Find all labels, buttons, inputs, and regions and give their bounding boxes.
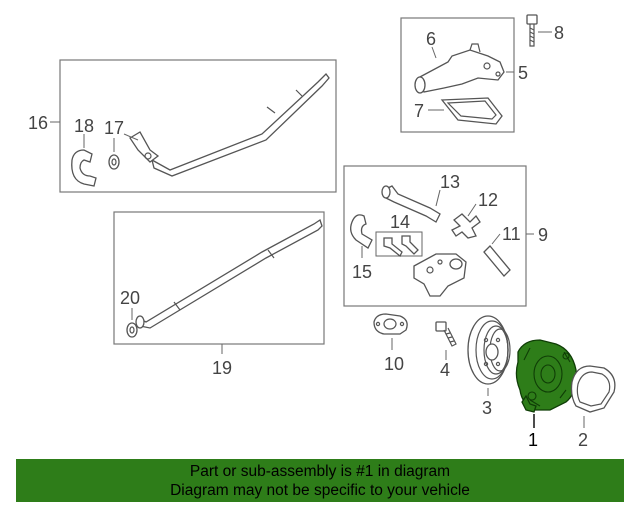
callout-5: 5 bbox=[518, 63, 528, 83]
box-water-passage bbox=[343, 165, 534, 307]
part-2-gasket[interactable] bbox=[570, 365, 616, 413]
part-10-gasket[interactable] bbox=[373, 313, 408, 335]
water-inlet-housing[interactable] bbox=[413, 253, 467, 297]
part-3-pulley[interactable] bbox=[467, 315, 511, 385]
callout-6: 6 bbox=[426, 29, 436, 49]
callout-19: 19 bbox=[212, 358, 232, 378]
callout-12: 12 bbox=[478, 190, 498, 210]
callout-17: 17 bbox=[104, 118, 124, 138]
box-upper-pipe bbox=[59, 59, 337, 193]
part-12-fitting[interactable] bbox=[451, 213, 481, 239]
callout-9: 9 bbox=[538, 225, 548, 245]
callout-7: 7 bbox=[414, 101, 424, 121]
callout-8: 8 bbox=[554, 23, 564, 43]
callout-11: 11 bbox=[502, 224, 521, 244]
banner-line-1: Part or sub-assembly is #1 in diagram bbox=[189, 463, 451, 480]
banner-line-2: Diagram may not be specific to your vehi… bbox=[170, 482, 470, 499]
callout-13: 13 bbox=[440, 172, 460, 192]
box-lower-pipe bbox=[113, 211, 325, 345]
callout-15: 15 bbox=[352, 262, 372, 282]
part-13-pipe[interactable] bbox=[381, 185, 441, 223]
part-11-hose[interactable] bbox=[483, 245, 511, 277]
part-15-hose[interactable] bbox=[350, 214, 373, 249]
info-banner: Part or sub-assembly is #1 in diagram Di… bbox=[16, 459, 624, 502]
callout-16: 16 bbox=[28, 113, 48, 133]
part-7-gasket[interactable] bbox=[440, 97, 503, 125]
callout-3: 3 bbox=[482, 398, 492, 418]
callout-10: 10 bbox=[384, 354, 404, 374]
box-outlet-assembly bbox=[400, 17, 515, 133]
callout-20: 20 bbox=[120, 288, 140, 308]
part-8-bolt[interactable] bbox=[526, 14, 538, 47]
part-4-bolt[interactable] bbox=[435, 321, 457, 347]
callout-1: 1 bbox=[528, 430, 538, 450]
part-1-water-pump[interactable] bbox=[515, 339, 577, 413]
part-20-washer[interactable] bbox=[126, 322, 138, 338]
callout-2: 2 bbox=[578, 430, 588, 450]
callout-4: 4 bbox=[440, 360, 450, 380]
callout-18: 18 bbox=[74, 116, 94, 136]
part-14-bolts[interactable] bbox=[375, 231, 423, 258]
callout-14: 14 bbox=[390, 212, 410, 232]
part-17-washer[interactable] bbox=[108, 154, 120, 170]
part-18-hose[interactable] bbox=[71, 149, 97, 187]
part-6-outlet-housing[interactable] bbox=[414, 43, 505, 94]
